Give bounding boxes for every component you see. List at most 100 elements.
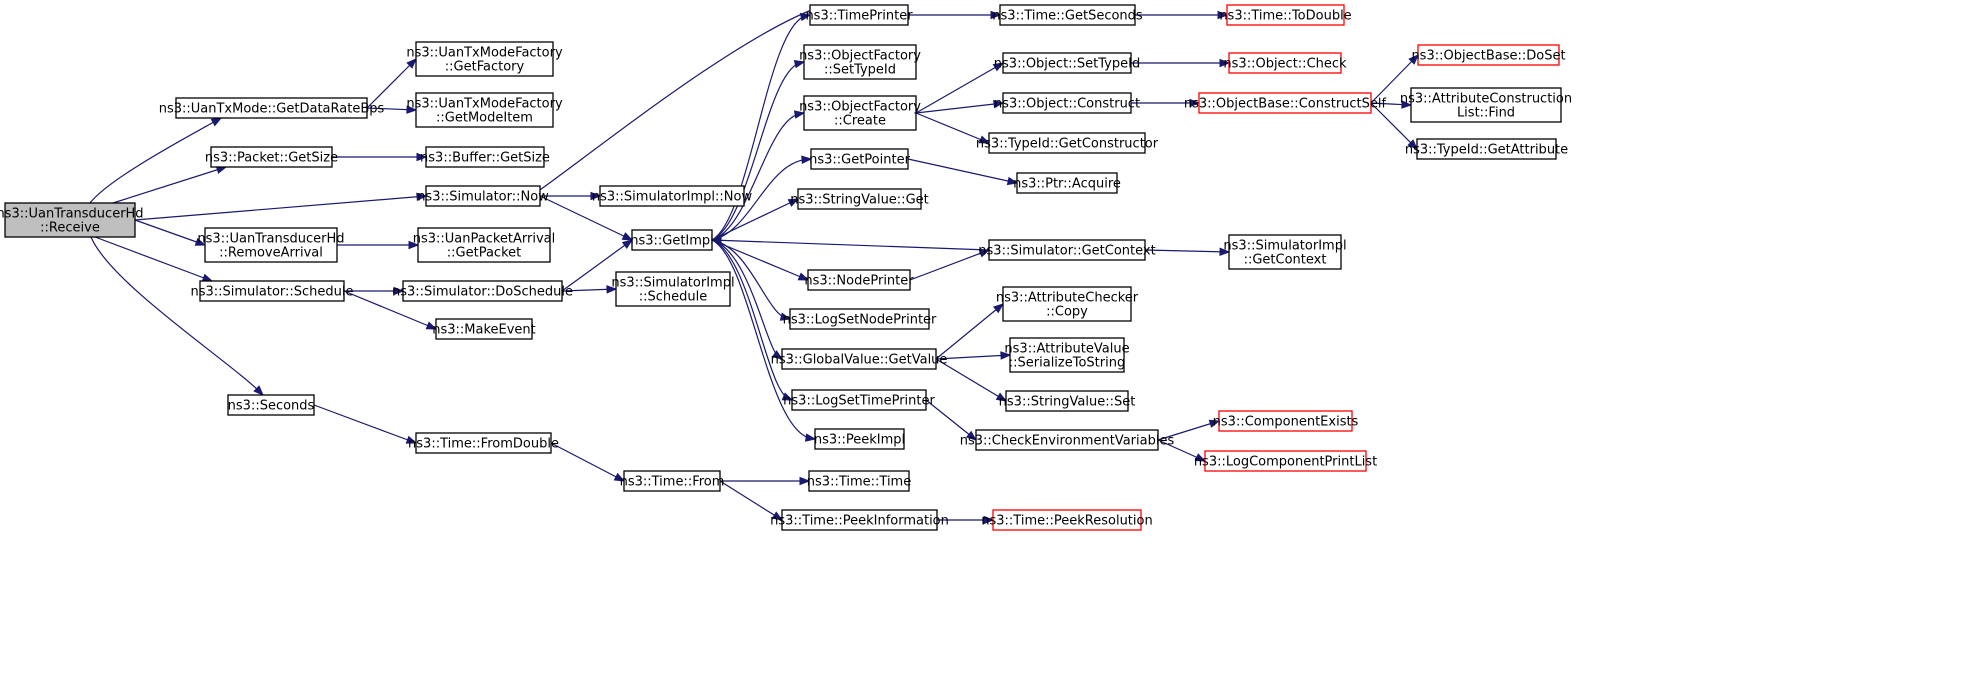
node-simnow[interactable]: ns3::Simulator::Now (417, 185, 549, 207)
edge-line (711, 239, 793, 401)
node-typeidgetattr[interactable]: ns3::TypeId::GetAttribute (1405, 138, 1568, 160)
node-box (415, 41, 554, 77)
node-label: ns3::UanTxModeFactory (406, 46, 563, 61)
node-timegetseconds[interactable]: ns3::Time::GetSeconds (992, 4, 1143, 26)
edge-line (366, 58, 417, 109)
node-getpointer[interactable]: ns3::GetPointer (809, 148, 911, 170)
node-attrvalueser[interactable]: ns3::AttributeValue::SerializeToString (1004, 337, 1130, 373)
node-peekinfo[interactable]: ns3::Time::PeekInformation (770, 509, 949, 531)
node-removearrival[interactable]: ns3::UanTransducerHd::RemoveArrival (197, 227, 345, 263)
arrow-head-icon (194, 237, 207, 246)
node-simschedule[interactable]: ns3::Simulator::Schedule (190, 280, 354, 302)
node-getpacket[interactable]: ns3::UanPacketArrival::GetPacket (413, 227, 556, 263)
node-getdatarate[interactable]: ns3::UanTxMode::GetDataRateBps (159, 97, 385, 119)
node-timeprinter[interactable]: ns3::TimePrinter (805, 4, 913, 26)
edge-root-to-simschedule (94, 236, 214, 282)
node-getimpl[interactable]: ns3::GetImpl (630, 229, 714, 251)
node-stringvalueset[interactable]: ns3::StringValue::Set (999, 390, 1136, 412)
node-box (810, 148, 909, 170)
edge-fromdouble-to-timefrom (550, 442, 626, 482)
node-checkenv[interactable]: ns3::CheckEnvironmentVariables (960, 429, 1175, 451)
node-label: ns3::SimulatorImpl (1223, 239, 1346, 254)
arrow-head-icon (710, 236, 722, 245)
node-settypeid[interactable]: ns3::ObjectFactory::SetTypeId (799, 44, 921, 80)
edge-objsettypeid-to-objcheck (1131, 58, 1231, 68)
node-box (988, 132, 1146, 154)
node-objsettypeid[interactable]: ns3::Object::SetTypeId (994, 52, 1140, 74)
node-box (803, 95, 917, 131)
edge-root-to-packetgetsize (112, 165, 228, 204)
node-simimplgetcontext[interactable]: ns3::SimulatorImpl::GetContext (1223, 234, 1347, 270)
node-componentexists[interactable]: ns3::ComponentExists (1213, 410, 1359, 432)
arrow-head-icon (799, 476, 811, 486)
arrow-head-icon (1000, 351, 1012, 360)
node-attrcheckercopy[interactable]: ns3::AttributeChecker::Copy (996, 286, 1139, 322)
node-seconds[interactable]: ns3::Seconds (227, 394, 315, 416)
edge-line (89, 117, 222, 204)
node-label: ns3::Simulator::Schedule (190, 285, 353, 300)
node-box (797, 188, 922, 210)
node-getfactory[interactable]: ns3::UanTxModeFactory::GetFactory (406, 41, 563, 77)
node-fromdouble[interactable]: ns3::Time::FromDouble (408, 432, 559, 454)
node-simgetcontext[interactable]: ns3::Simulator::GetContext (978, 239, 1156, 261)
node-label: ns3::Simulator::DoSchedule (392, 285, 573, 300)
node-peekimpl[interactable]: ns3::PeekImpl (814, 428, 905, 450)
edge-getdatarate-to-getmodeitem (366, 105, 418, 114)
edge-root-to-removearrival (134, 219, 207, 246)
node-box (975, 429, 1159, 451)
node-logsetnodeprinter[interactable]: ns3::LogSetNodePrinter (783, 308, 937, 330)
node-objconstruct[interactable]: ns3::Object::Construct (994, 92, 1140, 114)
node-logsettimeprinter[interactable]: ns3::LogSetTimePrinter (783, 389, 935, 411)
edge-simschedule-to-makeevent (343, 290, 438, 330)
node-box (425, 185, 541, 207)
node-doset[interactable]: ns3::ObjectBase::DoSet (1411, 44, 1566, 66)
node-logcomponentprintlist[interactable]: ns3::LogComponentPrintList (1194, 450, 1377, 472)
node-ofcreate[interactable]: ns3::ObjectFactory::Create (799, 95, 921, 131)
node-label: ns3::Time::ToDouble (1219, 9, 1351, 24)
node-label: ns3::SimulatorImpl (611, 276, 734, 291)
node-box (791, 389, 927, 411)
node-getmodeitem[interactable]: ns3::UanTxModeFactory::GetModeItem (406, 92, 563, 128)
arrow-head-icon (965, 430, 978, 441)
node-makeevent[interactable]: ns3::MakeEvent (432, 318, 536, 340)
node-box (789, 308, 930, 330)
node-box (4, 202, 136, 238)
node-box (1416, 138, 1557, 160)
edge-line (1370, 102, 1418, 150)
node-root[interactable]: ns3::UanTransducerHd::Receive (0, 202, 144, 238)
node-constructself[interactable]: ns3::ObjectBase::ConstructSelf (1184, 92, 1387, 114)
node-label: ns3::Packet::GetSize (205, 151, 338, 166)
node-objcheck[interactable]: ns3::Object::Check (1223, 52, 1347, 74)
edge-line (516, 4, 825, 207)
node-label: ns3::AttributeChecker (996, 291, 1139, 306)
edge-checkenv-to-logcomponentprintlist (1157, 439, 1207, 462)
node-packetgetsize[interactable]: ns3::Packet::GetSize (205, 146, 338, 168)
node-label: ns3::GlobalValue::GetValue (771, 353, 948, 368)
arrow-head-icon (613, 472, 626, 482)
node-box (1228, 234, 1342, 270)
node-ptracquire[interactable]: ns3::Ptr::Acquire (1013, 172, 1121, 194)
node-label: ns3::TypeId::GetConstructor (976, 137, 1159, 152)
arrow-head-icon (405, 435, 418, 444)
node-box (1218, 410, 1353, 432)
node-timefrom[interactable]: ns3::Time::From (620, 470, 725, 492)
node-box (1410, 87, 1562, 123)
node-nodeprinter[interactable]: ns3::NodePrinter (804, 269, 914, 291)
node-gvgetvalue[interactable]: ns3::GlobalValue::GetValue (771, 348, 948, 370)
node-label: ns3::Object::SetTypeId (994, 57, 1140, 72)
node-stringvalueget[interactable]: ns3::StringValue::Get (790, 188, 929, 210)
node-simimplschedule[interactable]: ns3::SimulatorImpl::Schedule (611, 271, 735, 307)
node-doschedule[interactable]: ns3::Simulator::DoSchedule (392, 280, 573, 302)
node-label: ::Create (834, 114, 886, 129)
node-timetodouble[interactable]: ns3::Time::ToDouble (1219, 4, 1352, 26)
node-typeidgetctor[interactable]: ns3::TypeId::GetConstructor (976, 132, 1159, 154)
node-buffergetsize[interactable]: ns3::Buffer::GetSize (420, 146, 550, 168)
node-peekresolution[interactable]: ns3::Time::PeekResolution (981, 509, 1153, 531)
node-timetime[interactable]: ns3::Time::Time (807, 470, 911, 492)
node-box (1002, 92, 1132, 114)
node-simimplnow[interactable]: ns3::SimulatorImpl::Now (592, 185, 753, 207)
arrow-head-icon (1217, 10, 1229, 20)
edge-getimpl-to-timeprinter (711, 12, 812, 241)
arrow-head-icon (590, 191, 602, 201)
